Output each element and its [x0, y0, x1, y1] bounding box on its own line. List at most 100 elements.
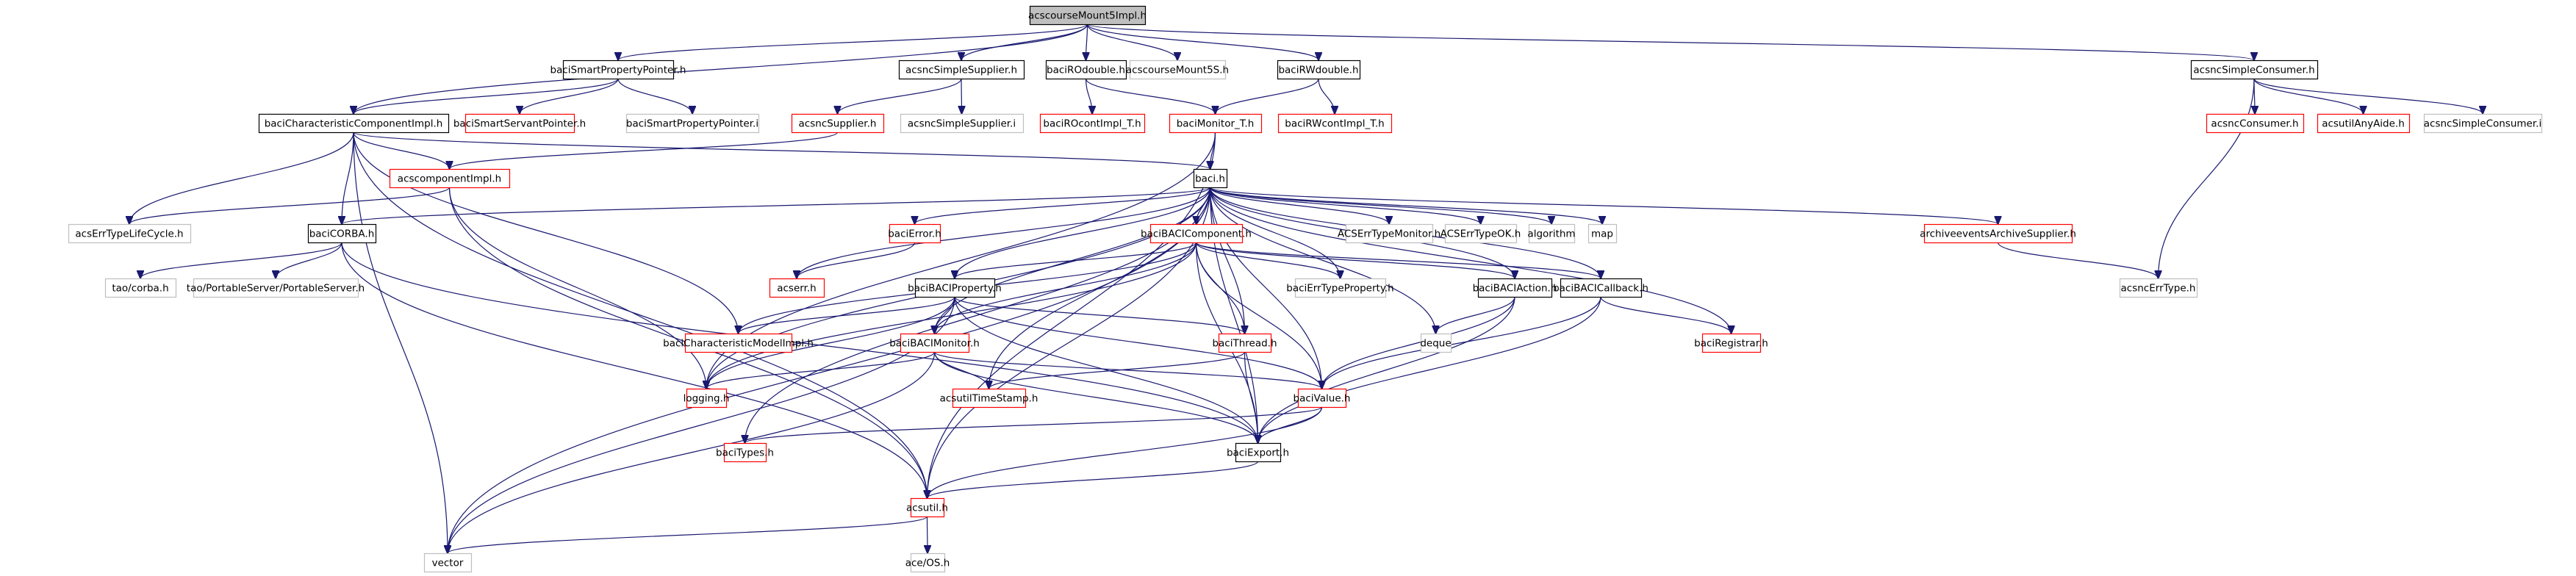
node-label: baciExport.h: [1227, 447, 1289, 459]
edge-acscomponentImpl_h-to-acsErrTypeLifeCycle_h: [129, 187, 451, 224]
edge-acsncSimpleConsumer_h-to-acsutilAnyAide_h: [2253, 78, 2364, 114]
graph-node-acsncSimpleSupplier_h[interactable]: acsncSimpleSupplier.h: [898, 60, 1025, 80]
graph-node-vector: vector: [423, 552, 473, 573]
graph-node-baciThread_h[interactable]: baciThread.h: [1212, 333, 1277, 353]
node-label: acscourseMount5S.h: [1126, 65, 1229, 76]
graph-node-tao_corba_h: tao/corba.h: [104, 278, 177, 298]
edge-baciBACIMonitor_h-to-baciValue_h: [933, 351, 1322, 389]
graph-node-baciValue_h[interactable]: baciValue.h: [1294, 388, 1351, 408]
node-label: baciSmartPropertyPointer.h: [550, 65, 686, 76]
edge-baci_h-to-ACSErrTypeOK_h: [1209, 187, 1481, 224]
graph-node-acsutil_h[interactable]: acsutil.h: [906, 497, 948, 518]
graph-node-baciBACIMonitor_h[interactable]: baciBACIMonitor.h: [889, 333, 980, 353]
graph-node-root[interactable]: acscourseMount5Impl.h: [1028, 5, 1147, 26]
graph-node-baciSmartPropertyPointer_h[interactable]: baciSmartPropertyPointer.h: [550, 60, 686, 80]
node-box: [1129, 60, 1227, 80]
node-label: baci.h: [1195, 173, 1225, 185]
edge-baciCharacteristicComponentImpl_h-to-acscomponentImpl_h: [353, 132, 450, 169]
graph-node-baciBACIAction_h[interactable]: baciBACIAction.h: [1473, 278, 1557, 298]
edge-baciCORBA_h-to-acsutil_h: [341, 242, 928, 498]
graph-node-baciExport_h[interactable]: baciExport.h: [1227, 442, 1289, 463]
graph-node-baciBACIComponent_h[interactable]: baciBACIComponent.h: [1141, 223, 1252, 244]
edges-layer: [129, 24, 2483, 553]
graph-node-baci_h[interactable]: baci.h: [1193, 168, 1228, 189]
edge-baciBACIAction_h-to-baciValue_h: [1322, 296, 1515, 389]
node-label: baciRWdouble.h: [1278, 65, 1358, 76]
graph-node-baciSmartServantPointer_h[interactable]: baciSmartServantPointer.h: [453, 113, 586, 134]
node-label: map: [1591, 228, 1613, 240]
node-box: [1420, 333, 1452, 353]
graph-node-acscomponentImpl_h[interactable]: acscomponentImpl.h: [389, 168, 511, 189]
node-label: logging.h: [684, 393, 730, 405]
node-label: acsutil.h: [906, 503, 948, 514]
node-box: [2119, 278, 2198, 298]
edge-baciBACIComponent_h-to-baciBACICallback_h: [1195, 242, 1601, 278]
node-box: [910, 552, 946, 573]
node-label: baciSmartServantPointer.h: [453, 118, 586, 130]
node-box: [898, 60, 1025, 80]
edge-root-to-baciCharacteristicComponentImpl_h: [354, 24, 1088, 114]
node-label: acsutilTimeStamp.h: [940, 393, 1038, 405]
graph-node-baciRWdouble_h[interactable]: baciRWdouble.h: [1277, 60, 1361, 80]
graph-node-acsutilAnyAide_h[interactable]: acsutilAnyAide.h: [2317, 113, 2411, 134]
graph-node-logging_h[interactable]: logging.h: [684, 388, 730, 408]
graph-node-baciCORBA_h[interactable]: baciCORBA.h: [307, 223, 377, 244]
node-box: [1045, 60, 1127, 80]
graph-node-baciBACICallback_h[interactable]: baciBACICallback.h: [1553, 278, 1648, 298]
graph-node-algorithm: algorithm: [1527, 223, 1576, 244]
node-box: [1477, 278, 1553, 298]
edge-baciSmartPropertyPointer_h-to-baciSmartPropertyPointer_i: [617, 78, 692, 114]
edge-baciCharacteristicComponentImpl_h-to-acsErrTypeLifeCycle_h: [129, 132, 354, 224]
graph-node-baciBACIProperty_h[interactable]: baciBACIProperty.h: [908, 278, 1002, 298]
edge-baciBACIMonitor_h-to-baciExport_h: [933, 351, 1258, 443]
node-box: [1294, 278, 1387, 298]
node-box: [1193, 168, 1228, 189]
node-label: acsutilAnyAide.h: [2322, 118, 2405, 130]
graph-node-acserr_h[interactable]: acserr.h: [769, 278, 825, 298]
graph-node-baciCharacteristicModelImpl_h[interactable]: baciCharacteristicModelImpl.h: [663, 333, 814, 353]
node-box: [686, 388, 728, 408]
edge-baciBACIProperty_h-to-baciCharacteristicModelImpl_h: [739, 296, 955, 334]
edge-root-to-baciSmartPropertyPointer_h: [618, 24, 1088, 60]
node-box: [1169, 113, 1263, 134]
graph-node-baciCharacteristicComponentImpl_h[interactable]: baciCharacteristicComponentImpl.h: [258, 113, 450, 134]
node-box: [684, 333, 793, 353]
edge-baciROdouble_h-to-baciROcontImpl_T_h: [1085, 78, 1093, 114]
node-label: tao/corba.h: [112, 283, 168, 295]
graph-node-baciError_h[interactable]: baciError.h: [888, 223, 941, 244]
edge-baci_h-to-baciCORBA_h: [342, 187, 1211, 224]
graph-node-archiveeventsArchiveSupplier_h[interactable]: archiveeventsArchiveSupplier.h: [1920, 223, 2076, 244]
graph-node-acsncSimpleConsumer_h[interactable]: acsncSimpleConsumer.h: [2190, 60, 2319, 80]
edge-baci_h-to-baciThread_h: [1209, 187, 1245, 334]
node-label: baciROcontImpl_T.h: [1043, 118, 1141, 130]
node-label: deque: [1420, 338, 1451, 350]
node-box: [193, 278, 359, 298]
node-box: [1277, 60, 1361, 80]
edge-baciMonitor_T_h-to-acsutil_h: [928, 132, 1216, 498]
edge-baciCORBA_h-to-baciExport_h: [341, 242, 1258, 443]
graph-node-acsErrTypeLifeCycle_h: acsErrTypeLifeCycle.h: [68, 223, 192, 244]
node-box: [791, 113, 885, 134]
node-label: baciCharacteristicComponentImpl.h: [265, 118, 443, 130]
node-box: [900, 113, 1025, 134]
graph-node-baciROdouble_h[interactable]: baciROdouble.h: [1045, 60, 1127, 80]
graph-node-baciTypes_h[interactable]: baciTypes.h: [716, 442, 774, 463]
node-label: baciSmartPropertyPointer.i: [626, 118, 758, 130]
graph-node-acsncConsumer_h[interactable]: acsncConsumer.h: [2206, 113, 2305, 134]
node-box: [1029, 5, 1147, 26]
node-label: acsncConsumer.h: [2211, 118, 2298, 130]
edge-baciBACIComponent_h-to-baciValue_h: [1195, 242, 1322, 389]
graph-node-baciMonitor_T_h[interactable]: baciMonitor_T.h: [1169, 113, 1263, 134]
node-box: [910, 497, 945, 518]
graph-node-baciRegistrar_h[interactable]: baciRegistrar.h: [1694, 333, 1768, 353]
edge-baciBACIComponent_h-to-baciErrTypeProperty_h: [1195, 242, 1341, 278]
graph-node-acsncSupplier_h[interactable]: acsncSupplier.h: [791, 113, 885, 134]
node-box: [1528, 223, 1576, 244]
graph-node-baciROcontImpl_T_h[interactable]: baciROcontImpl_T.h: [1039, 113, 1146, 134]
node-label: vector: [432, 558, 464, 569]
node-label: baciErrTypeProperty.h: [1286, 283, 1393, 295]
graph-node-acsutilTimeStamp_h[interactable]: acsutilTimeStamp.h: [940, 388, 1038, 408]
graph-node-baciRWcontImpl_T_h[interactable]: baciRWcontImpl_T.h: [1277, 113, 1393, 134]
node-box: [1923, 223, 2073, 244]
